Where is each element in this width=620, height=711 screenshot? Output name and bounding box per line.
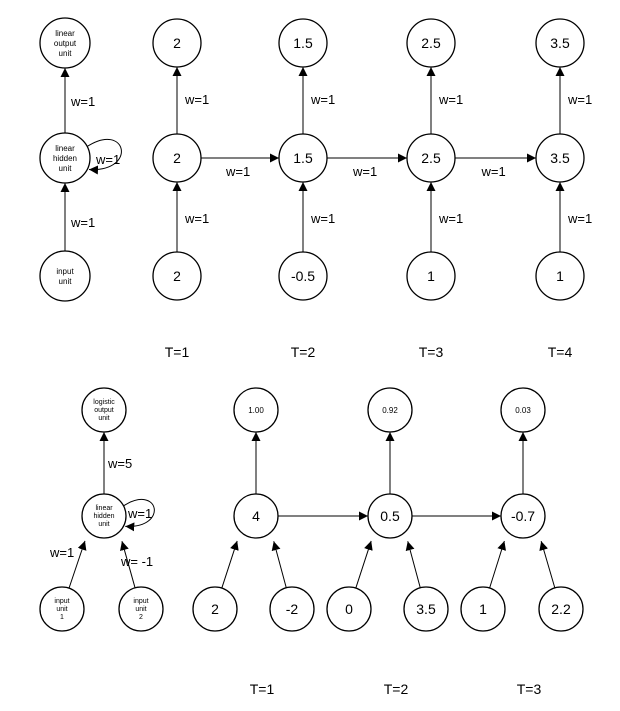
bottom-time-label-2: T=2 [384,681,409,697]
bottom-input1-node-1: 2 [192,586,238,632]
bottom-input2-node-2: 3.5 [403,586,449,632]
top-input-node-2: -0.5 [278,251,328,301]
bottom-input2-node-2-label: 3.5 [416,601,436,617]
top-output-node-1: 2 [152,18,202,68]
bottom-output-node-2-label: 0.92 [382,406,398,415]
bottom-input1-node-3-label: 1 [479,601,487,617]
top-output-node-4: 3.5 [535,18,585,68]
legend-w-out-label: w=1 [70,94,95,109]
top-hidden-node-1-label: 2 [173,150,181,166]
top-time-label-3: T=3 [419,344,444,360]
bottom-input1-to-hidden-arrow-3 [489,540,506,589]
legend-w5-label: w=5 [107,456,132,471]
top-output-node-2-label: 1.5 [293,35,313,51]
bottom-output-node-2: 0.92 [367,387,413,433]
top-hidden-node-4: 3.5 [535,133,585,183]
bottom-input2-node-3-label: 2.2 [551,601,571,617]
legend-w-in-label: w=1 [70,215,95,230]
bottom-input1-node-1-label: 2 [211,601,219,617]
top-hidden-node-4-label: 3.5 [550,150,570,166]
bottom-input2-node-3: 2.2 [538,586,584,632]
top-hidden-node-3-label: 2.5 [421,150,441,166]
top-hidden-node-1: 2 [152,133,202,183]
bottom-hidden-node-2-label: 0.5 [380,508,400,524]
legend-self-loop-arrow [86,138,122,175]
bottom-hidden-node-3-label: -0.7 [511,508,535,524]
legend-w-in1-label: w=1 [49,545,74,560]
top-hidden-node-2: 1.5 [278,133,328,183]
top-input-node-1-label: 2 [173,268,181,284]
top-recurrent-w-label-1: w=1 [225,164,250,179]
top-output-node-3: 2.5 [406,18,456,68]
bottom-input2-to-hidden-arrow-2 [405,541,421,588]
legend-self-loop-arrow-2 [122,499,155,532]
top-w-out-label-1: w=1 [184,92,209,107]
top-hidden-node-3: 2.5 [406,133,456,183]
bottom-output-node-3-label: 0.03 [515,406,531,415]
top-w-out-label-3: w=1 [438,92,463,107]
top-input-node-4-label: 1 [556,268,564,284]
bottom-input1-to-hidden-arrow-2 [355,540,373,589]
top-output-node-2: 1.5 [278,18,328,68]
bottom-hidden-node-2: 0.5 [367,493,413,539]
bottom-hidden-node-3: -0.7 [500,493,546,539]
bottom-output-node-3: 0.03 [500,387,546,433]
top-w-out-label-2: w=1 [310,92,335,107]
legend-w-self-label: w=1 [95,152,120,167]
top-time-label-2: T=2 [291,344,316,360]
legend-w-self-label-2: w=1 [127,506,152,521]
top-output-node-3-label: 2.5 [421,35,441,51]
top-w-out-label-4: w=1 [567,92,592,107]
bottom-input1-to-hidden-arrow-1 [221,540,239,589]
legend-w-in2-label: w= -1 [120,554,153,569]
bottom-hidden-node-1: 4 [233,493,279,539]
legend-input1-to-hidden-arrow [68,540,87,589]
top-input-node-2-label: -0.5 [291,268,315,284]
top-w-in-label-3: w=1 [438,211,463,226]
bottom-time-label-1: T=1 [250,681,275,697]
bottom-input2-node-1-label: -2 [286,601,299,617]
top-output-node-4-label: 3.5 [550,35,570,51]
top-time-label-4: T=4 [548,344,573,360]
top-recurrent-w-label-2: w=1 [352,164,377,179]
legend-input2-to-hidden-arrow [120,541,136,588]
top-input-node-4: 1 [535,251,585,301]
bottom-hidden-node-1-label: 4 [252,508,260,524]
bottom-output-node-1-label: 1.00 [248,406,264,415]
bottom-input1-node-3: 1 [460,586,506,632]
top-w-in-label-2: w=1 [310,211,335,226]
bottom-input1-node-2: 0 [326,586,372,632]
bottom-input2-to-hidden-arrow-1 [271,541,287,588]
bottom-output-node-1: 1.00 [233,387,279,433]
top-input-node-1: 2 [152,251,202,301]
top-w-in-label-1: w=1 [184,211,209,226]
top-w-in-label-4: w=1 [567,211,592,226]
top-hidden-node-2-label: 1.5 [293,150,313,166]
bottom-time-label-3: T=3 [517,681,542,697]
bottom-input2-node-1: -2 [269,586,315,632]
top-output-node-1-label: 2 [173,35,181,51]
bottom-input1-node-2-label: 0 [345,601,353,617]
top-input-node-3: 1 [406,251,456,301]
top-time-label-1: T=1 [165,344,190,360]
top-recurrent-w-label-3: w=1 [481,164,506,179]
top-input-node-3-label: 1 [427,268,435,284]
bottom-input2-to-hidden-arrow-3 [539,540,556,589]
